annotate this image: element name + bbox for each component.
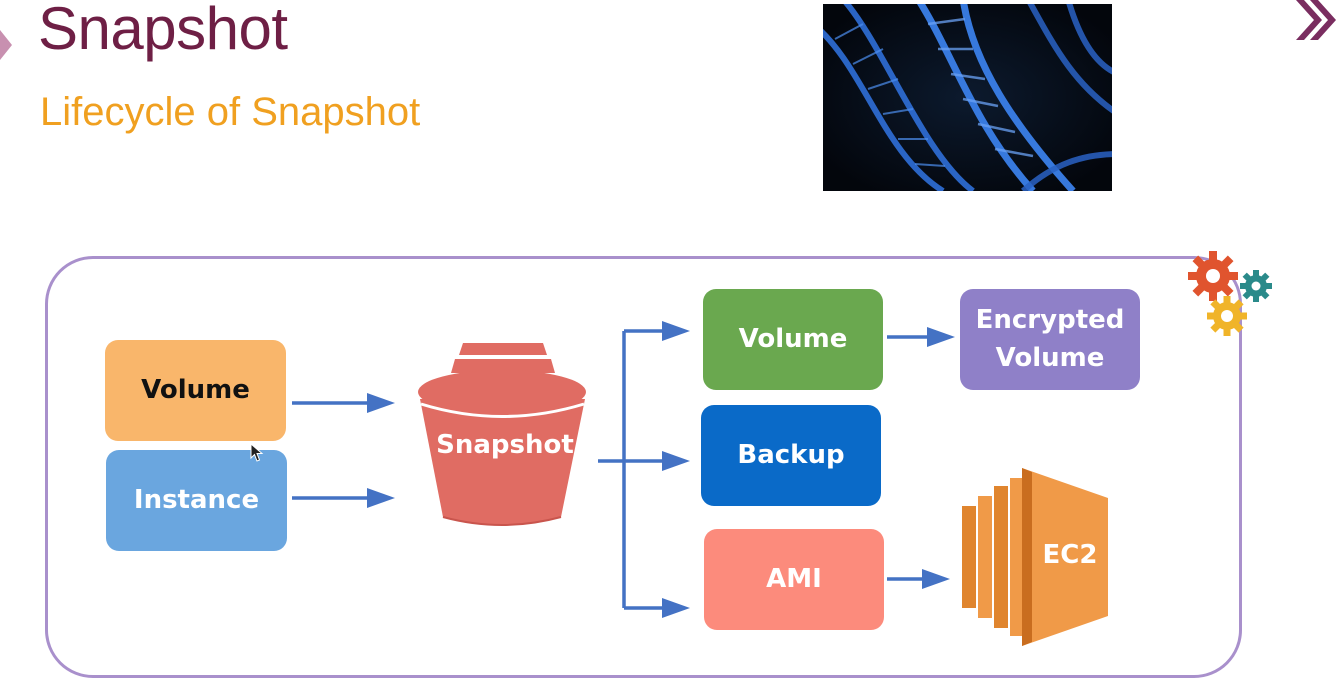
- encrypted-volume-line-2: Volume: [995, 342, 1105, 373]
- target-ami-box: AMI: [704, 529, 884, 630]
- target-backup-box: Backup: [701, 405, 881, 506]
- ec2-label: EC2: [1042, 540, 1098, 570]
- source-instance-box: Instance: [106, 450, 287, 551]
- s3-bucket-icon: [418, 343, 586, 526]
- target-ami-label: AMI: [766, 563, 822, 594]
- slide-title: Snapshot: [38, 0, 288, 62]
- source-instance-label: Instance: [133, 484, 260, 515]
- gears-icon: [1188, 251, 1272, 336]
- target-volume-box: Volume: [703, 289, 883, 390]
- slide-subtitle: Lifecycle of Snapshot: [40, 90, 421, 134]
- source-volume-box: Volume: [105, 340, 286, 441]
- dna-image: [823, 4, 1112, 191]
- diagram-frame: [45, 256, 1242, 678]
- encrypted-volume-line-1: Encrypted: [975, 304, 1125, 335]
- target-volume-label: Volume: [738, 323, 848, 354]
- encrypted-volume-box: Encrypted Volume: [960, 289, 1140, 390]
- mouse-cursor-icon: [250, 443, 264, 462]
- source-volume-label: Volume: [141, 374, 250, 405]
- snapshot-label: Snapshot: [436, 430, 574, 460]
- target-backup-label: Backup: [737, 439, 845, 470]
- nav-arrows-icon[interactable]: [1292, 0, 1336, 44]
- ec2-icon: [962, 468, 1108, 646]
- slide-marker-icon: [0, 30, 12, 60]
